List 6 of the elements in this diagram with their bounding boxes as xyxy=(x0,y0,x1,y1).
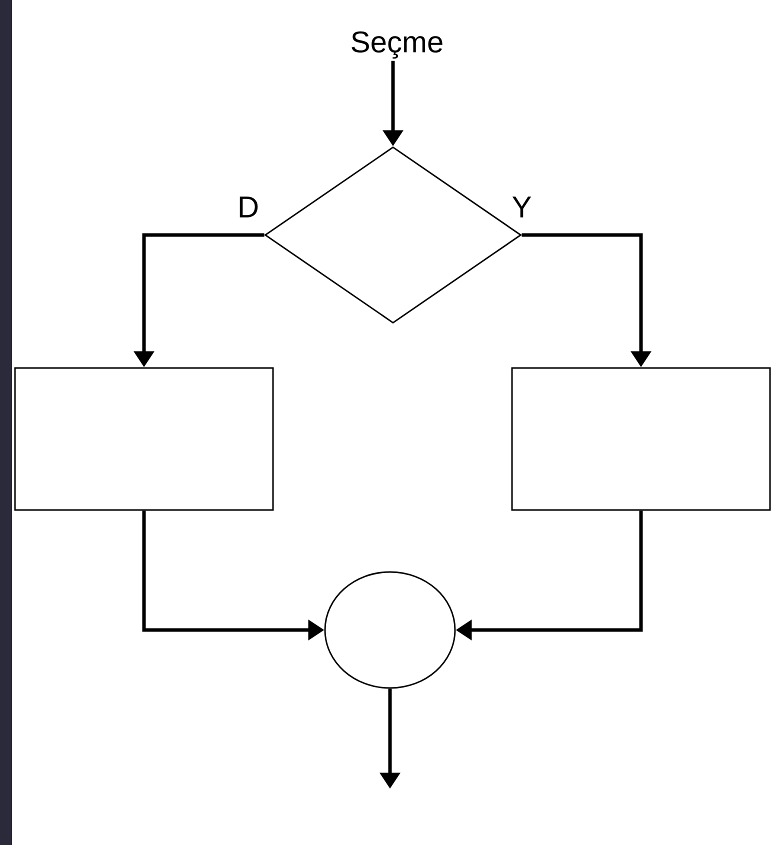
edge-label: Y xyxy=(510,196,533,218)
start-label: Seçme xyxy=(352,31,442,59)
connector-circle xyxy=(324,571,456,689)
process-box xyxy=(511,367,771,511)
process-box xyxy=(14,367,274,511)
edge-label: D xyxy=(236,196,260,218)
